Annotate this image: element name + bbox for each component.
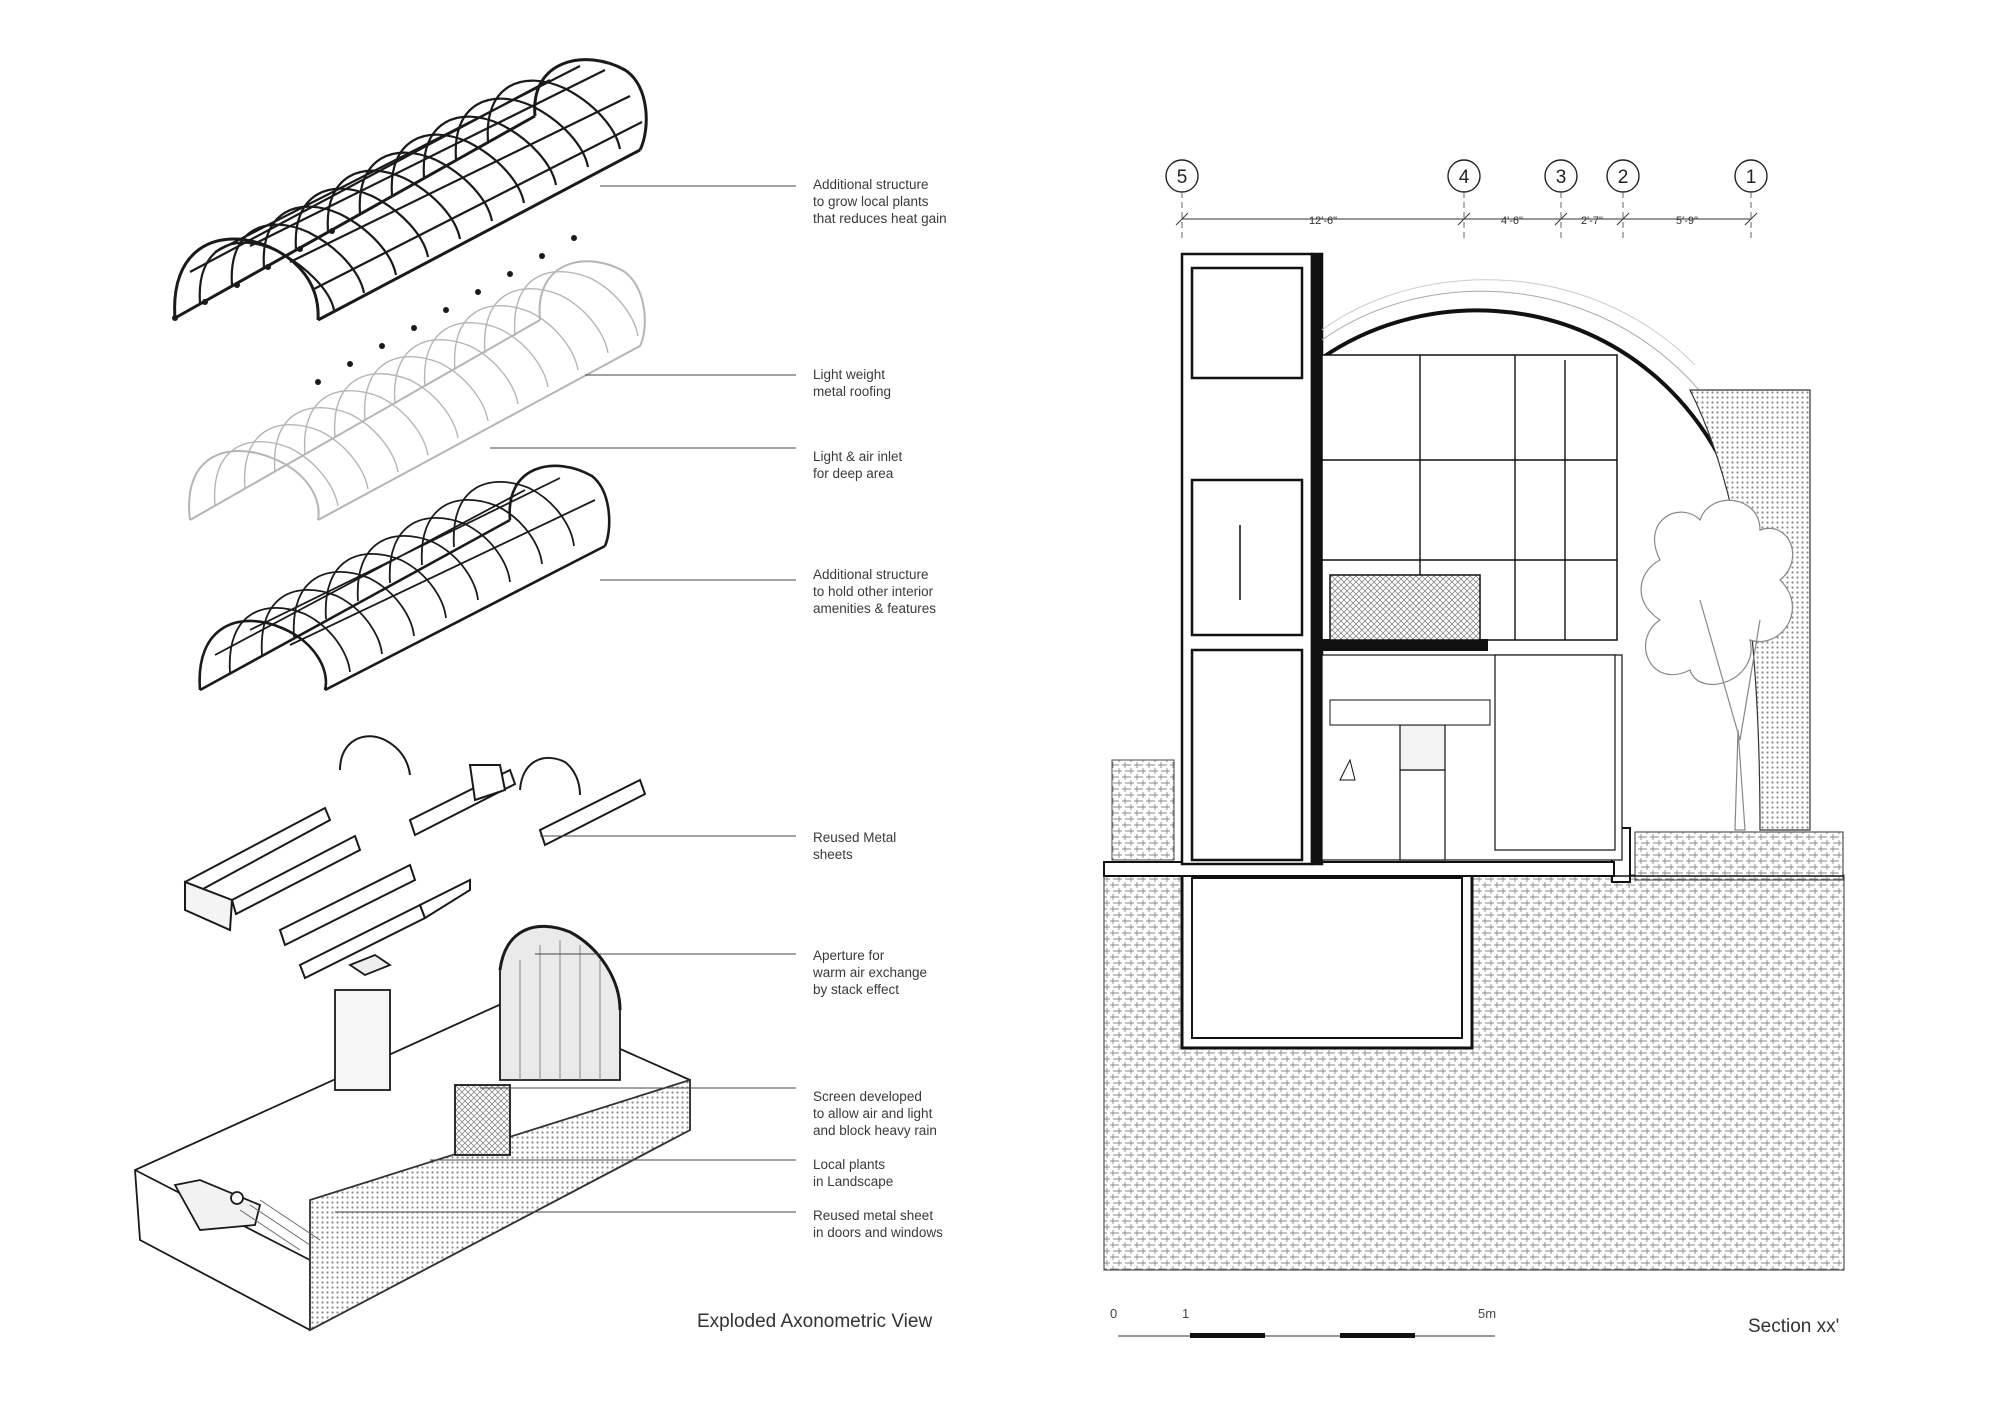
base-house-volume — [134, 924, 691, 1332]
grid-label-2: 2 — [1618, 167, 1629, 188]
top-arch-structure — [172, 58, 648, 385]
section-drawing — [1103, 159, 1845, 1338]
exploded-axonometric-view — [134, 58, 691, 1332]
grid-label-1: 1 — [1746, 167, 1757, 188]
grid-label-5: 5 — [1177, 167, 1188, 188]
dimension-line — [1175, 212, 1758, 226]
dimension-12-6: 12'-6" — [1309, 215, 1337, 227]
tree — [1640, 499, 1794, 831]
metal-roofing-layer — [188, 260, 646, 521]
mezzanine — [1321, 574, 1623, 861]
scale-bar — [1118, 1333, 1495, 1338]
scale-label-0: 0 — [1110, 1306, 1117, 1321]
grid-label-4: 4 — [1459, 167, 1470, 188]
scale-label-1: 1 — [1182, 1306, 1189, 1321]
section-title: Section xx' — [1748, 1316, 1840, 1337]
axonometric-title: Exploded Axonometric View — [697, 1311, 933, 1332]
dimension-2-7: 2'-7" — [1581, 215, 1603, 227]
interior-arch-structure — [198, 464, 611, 692]
dimension-4-6: 4'-6" — [1501, 215, 1523, 227]
dimension-5-9: 5'-9" — [1676, 215, 1698, 227]
grid-label-3: 3 — [1556, 167, 1567, 188]
grid-bubbles — [1165, 159, 1768, 193]
scale-label-5m: 5m — [1478, 1306, 1496, 1321]
grid-lines — [1181, 192, 1752, 240]
reused-metal-sheet-walls — [183, 735, 647, 980]
annotation-leaders — [335, 185, 796, 1213]
tower-block — [1180, 252, 1324, 866]
